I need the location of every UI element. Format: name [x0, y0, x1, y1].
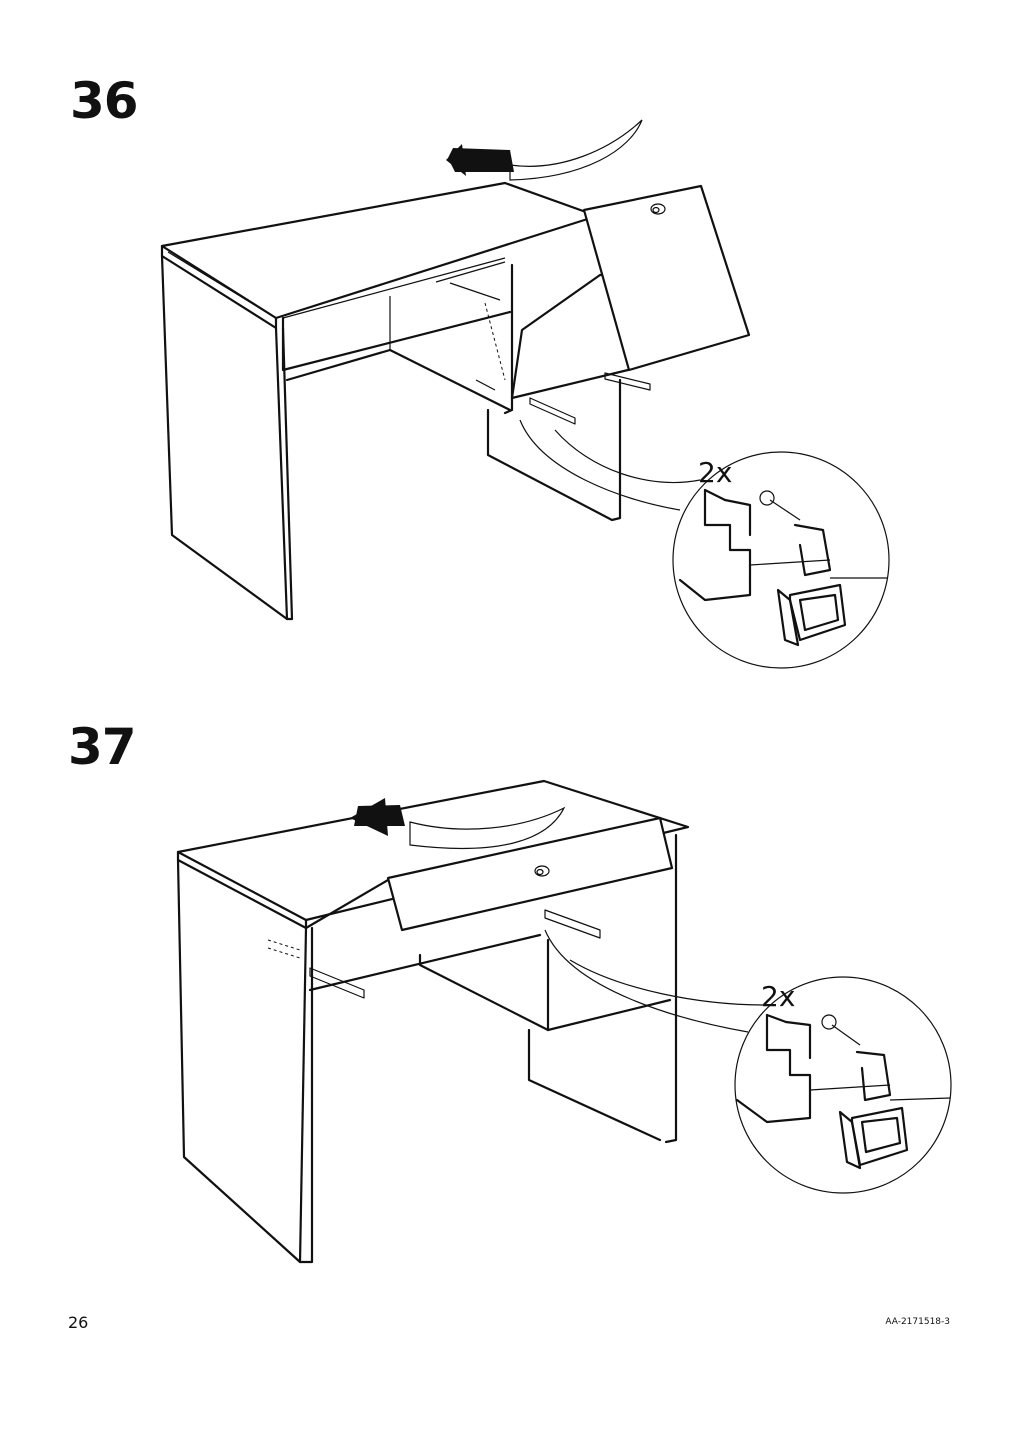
- rotate-arrow-icon: [509, 119, 643, 181]
- quantity-label-36: 2x: [698, 456, 733, 489]
- page-number: 26: [68, 1313, 89, 1332]
- drawer-runner-clip-icon: [776, 588, 800, 647]
- step-number-37: 37: [68, 718, 137, 776]
- step-36-desk-illustration: [160, 119, 751, 621]
- step-37-detail-magnifier: [734, 976, 952, 1194]
- document-code: AA-2171518-3: [885, 1317, 950, 1327]
- detail-magnifier-icon: [672, 451, 890, 669]
- step-37-desk-illustration: [176, 779, 766, 1264]
- step-number-36: 36: [70, 72, 139, 130]
- step-36-detail-magnifier: [672, 451, 890, 669]
- quantity-label-37: 2x: [761, 980, 796, 1013]
